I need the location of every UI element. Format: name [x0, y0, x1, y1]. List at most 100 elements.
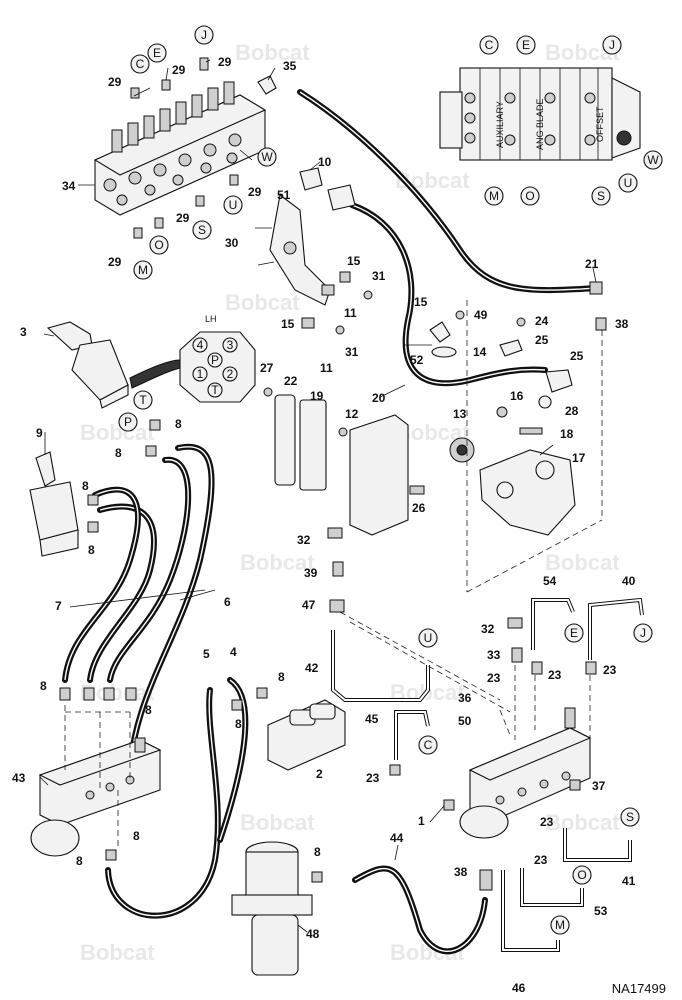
watermark-text: Bobcat [240, 550, 315, 575]
callout: 20 [372, 391, 386, 405]
callout: 36 [458, 691, 472, 705]
callout: 8 [235, 717, 242, 731]
callout: 32 [481, 622, 495, 636]
callout: 8 [76, 854, 83, 868]
callout: 8 [278, 670, 285, 684]
callout: 8 [40, 679, 47, 693]
port-letter: J [201, 28, 207, 42]
callout: 17 [572, 451, 586, 465]
callout: 40 [622, 574, 636, 588]
port-letter: C [136, 57, 145, 71]
port-letter: S [597, 189, 605, 203]
port-letter: J [609, 38, 615, 52]
connector-port: 1 [197, 367, 204, 381]
callout: 42 [305, 661, 319, 675]
callout: 19 [310, 389, 324, 403]
port-letter: C [424, 738, 433, 752]
callout: 43 [12, 771, 26, 785]
callout: 22 [284, 374, 298, 388]
pilot-valve-block [30, 705, 162, 857]
callout: 15 [347, 254, 361, 268]
connector-pinout: LH 4 3 P 1 2 T [129, 314, 256, 403]
drawing-code: NA17499 [611, 981, 666, 996]
callout: 23 [534, 853, 548, 867]
auxiliary-valve-block [389, 597, 644, 952]
callout: 8 [88, 543, 95, 557]
callout: 8 [82, 479, 89, 493]
callout: 24 [535, 314, 549, 328]
callout: 39 [304, 566, 318, 580]
hand-control-lever-9 [29, 451, 79, 557]
callout: 48 [306, 927, 320, 941]
callout: 28 [565, 404, 579, 418]
pilot-hoses [59, 419, 216, 783]
callout: 12 [345, 407, 359, 421]
callout: 51 [277, 188, 291, 202]
callout: 41 [622, 874, 636, 888]
connector-view-label: LH [205, 314, 217, 324]
callout: 30 [225, 236, 239, 250]
port-letter-markers: C E J M O S U W C E J M O S U W T P U C … [118, 25, 663, 935]
callout: 29 [218, 55, 232, 69]
callout: 32 [297, 533, 311, 547]
callout: 52 [410, 353, 424, 367]
callout: 8 [145, 703, 152, 717]
callout: 33 [487, 648, 501, 662]
bracket-assembly [255, 194, 373, 335]
callout: 31 [372, 269, 386, 283]
callout: 46 [512, 981, 526, 995]
callout: 29 [248, 185, 262, 199]
callout: 9 [36, 426, 43, 440]
connector-port: 3 [227, 338, 234, 352]
callout: 38 [454, 865, 468, 879]
port-letter: P [124, 415, 132, 429]
callout: 11 [320, 361, 333, 375]
callout: 23 [487, 671, 501, 685]
callout: 7 [55, 599, 62, 613]
port-letter: O [577, 868, 586, 882]
callout: 21 [585, 257, 599, 271]
callout: 23 [548, 668, 562, 682]
callout: 29 [172, 63, 186, 77]
hose-assemblies-upper [297, 89, 607, 387]
callout: 35 [283, 59, 297, 73]
callout: 23 [366, 771, 380, 785]
lower-hoses [105, 677, 488, 955]
hand-control-lever-3 [46, 321, 129, 409]
callout: 37 [592, 779, 606, 793]
callout: 15 [281, 317, 295, 331]
port-letter: U [424, 631, 433, 645]
callout: 1 [418, 814, 425, 828]
main-control-valve [93, 57, 277, 239]
callout: 2 [316, 767, 323, 781]
callout: 8 [314, 845, 321, 859]
valve-label-ang-blade: ANG BLADE [535, 98, 545, 150]
callout: 38 [615, 317, 629, 331]
watermark-text: Bobcat [545, 810, 620, 835]
callout: 14 [473, 345, 487, 359]
callout: 47 [302, 598, 316, 612]
port-letter: C [485, 38, 494, 52]
callout: 11 [344, 306, 357, 320]
watermark-text: Bobcat [80, 940, 155, 965]
valve-label-offset: OFFSET [595, 106, 605, 142]
port-letter: S [198, 223, 206, 237]
callout: 8 [175, 417, 182, 431]
port-letter: E [522, 38, 530, 52]
port-letter: S [626, 810, 634, 824]
callout: 16 [510, 389, 524, 403]
callout: 53 [594, 904, 608, 918]
gaskets-and-plate [263, 387, 425, 536]
port-letter: E [570, 626, 578, 640]
foot-pedal-valve [267, 699, 346, 771]
callout: 23 [603, 663, 617, 677]
callout-leaders [39, 59, 597, 933]
callout: 27 [260, 361, 274, 375]
connector-port: 4 [197, 338, 204, 352]
callout: 29 [108, 255, 122, 269]
valve-label-auxiliary: AUXILIARY [495, 101, 505, 148]
watermark-text: Bobcat [225, 290, 300, 315]
callout: 49 [474, 308, 488, 322]
callout: 8 [115, 446, 122, 460]
